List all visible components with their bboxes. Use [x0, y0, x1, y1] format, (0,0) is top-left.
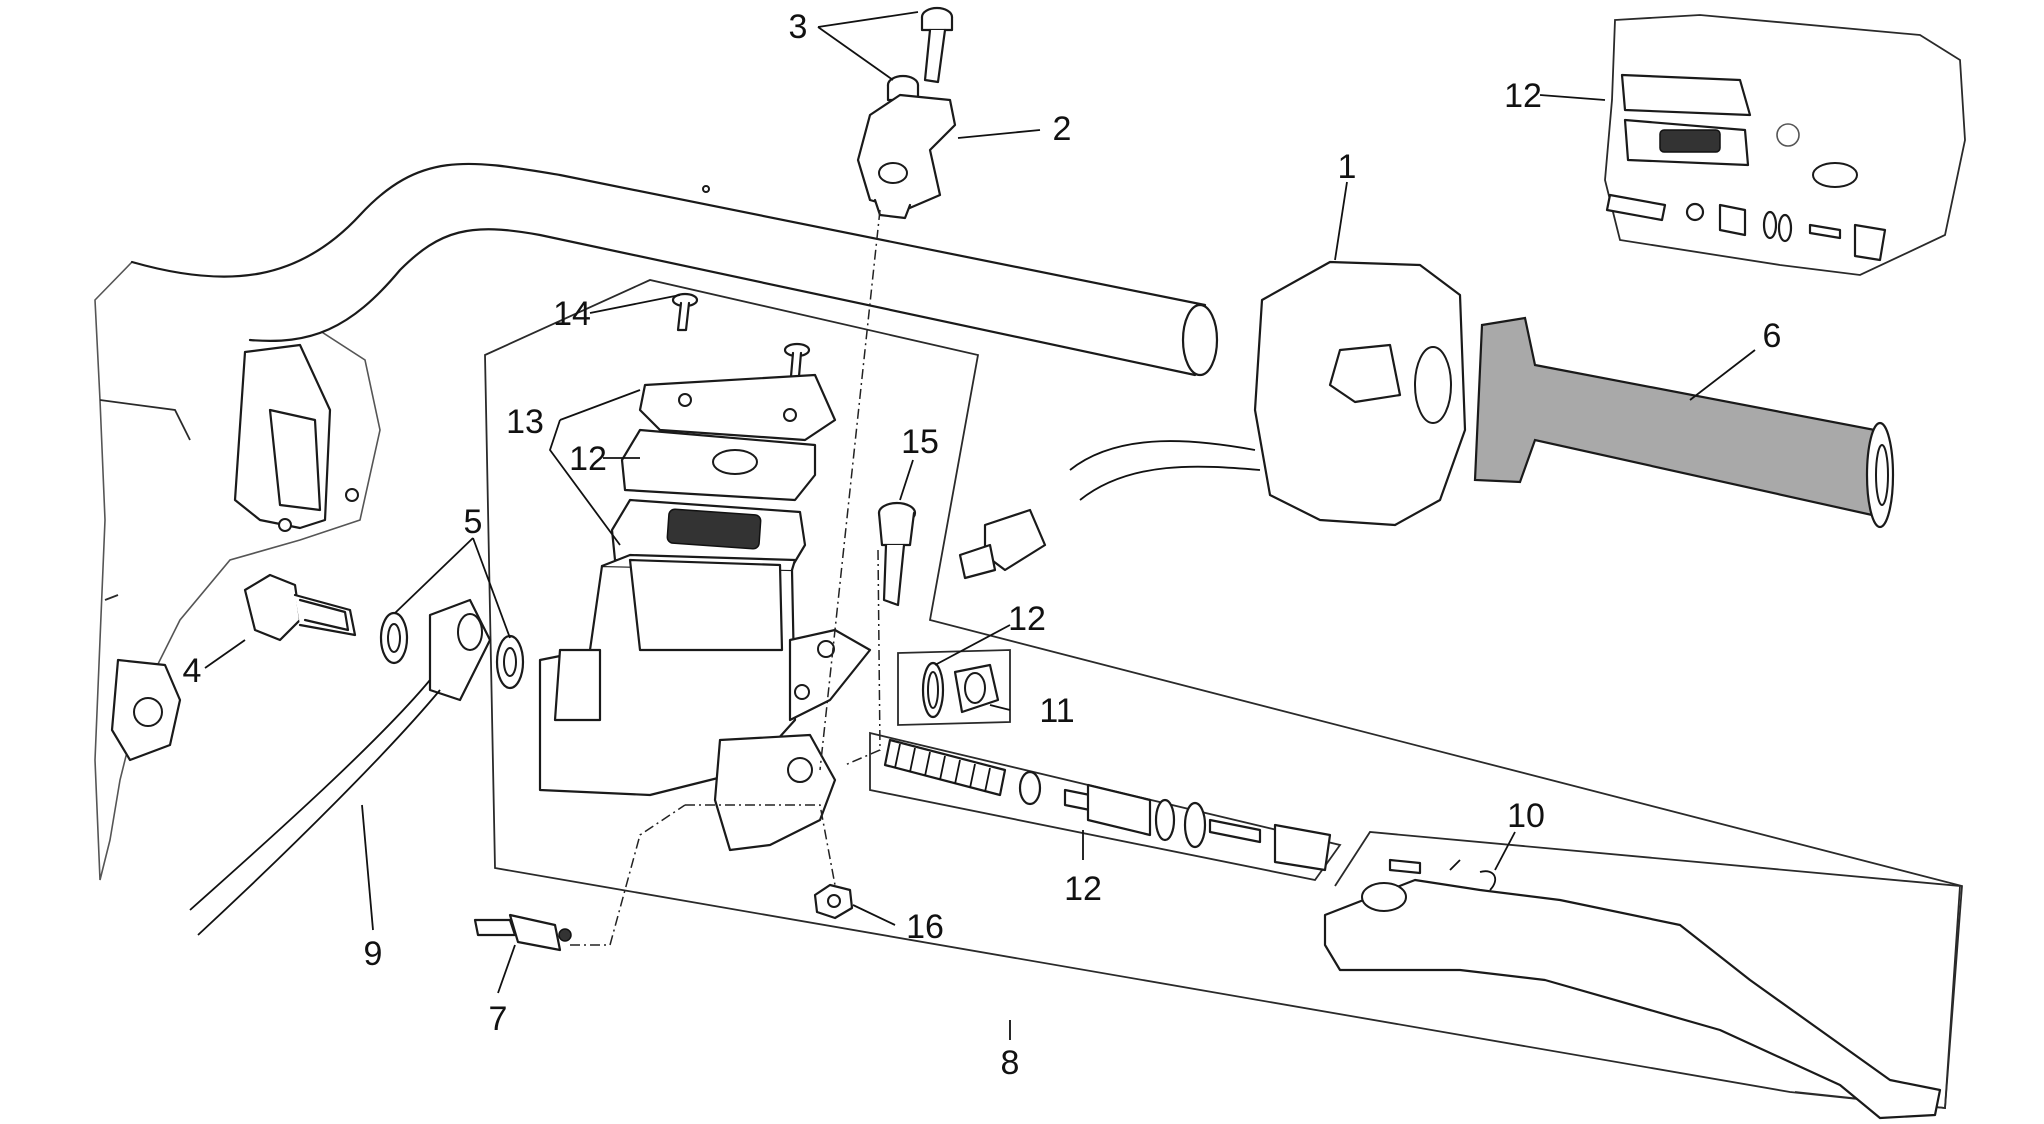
callout-11: 11 [1039, 692, 1074, 730]
callout-2: 2 [1053, 110, 1072, 148]
callout-leaders [204, 11, 1756, 1040]
brake-light-switch [473, 804, 686, 952]
brake-lever [1323, 831, 1961, 1120]
frame-bracket [94, 261, 381, 881]
callout-4: 4 [183, 652, 202, 690]
handlebar [130, 162, 1219, 377]
assembly-boundary-outline [484, 279, 1963, 1109]
banjo-bolt [243, 573, 357, 642]
callout-5: 5 [464, 503, 483, 541]
callout-1: 1 [1338, 148, 1357, 186]
callout-16: 16 [906, 908, 944, 946]
reservoir-cap-assembly [610, 373, 837, 572]
handlebar-grip [1473, 316, 1895, 529]
handlebar-clamp [856, 93, 957, 220]
callout-6: 6 [1763, 317, 1782, 355]
brake-hose [189, 598, 492, 936]
pivot-nut [685, 804, 854, 920]
callout-12-inset: 12 [1504, 77, 1542, 115]
callout-14: 14 [553, 295, 591, 333]
master-cylinder-body [538, 209, 881, 852]
callout-12-piston: 12 [1064, 870, 1102, 908]
callout-labels: 1 2 3 4 5 6 7 8 9 10 11 12 12 12 12 13 1… [183, 8, 1782, 1082]
callout-8: 8 [1001, 1044, 1020, 1082]
sealing-washers [379, 611, 525, 690]
inset-detail [1604, 14, 1966, 276]
lever-pivot-bolt [877, 501, 917, 607]
callout-13: 13 [506, 403, 544, 441]
callout-12-cap: 12 [569, 440, 607, 478]
piston-kit-box [869, 731, 1342, 881]
seal-kit-box [897, 649, 1011, 726]
callout-3: 3 [789, 8, 808, 46]
callout-12-seal: 12 [1008, 600, 1046, 638]
reservoir-cap-screws [671, 292, 811, 390]
switch-housing [958, 260, 1467, 580]
callout-10: 10 [1507, 797, 1545, 835]
callout-15: 15 [901, 423, 939, 461]
callout-7: 7 [489, 1000, 508, 1038]
callout-9: 9 [364, 935, 383, 973]
